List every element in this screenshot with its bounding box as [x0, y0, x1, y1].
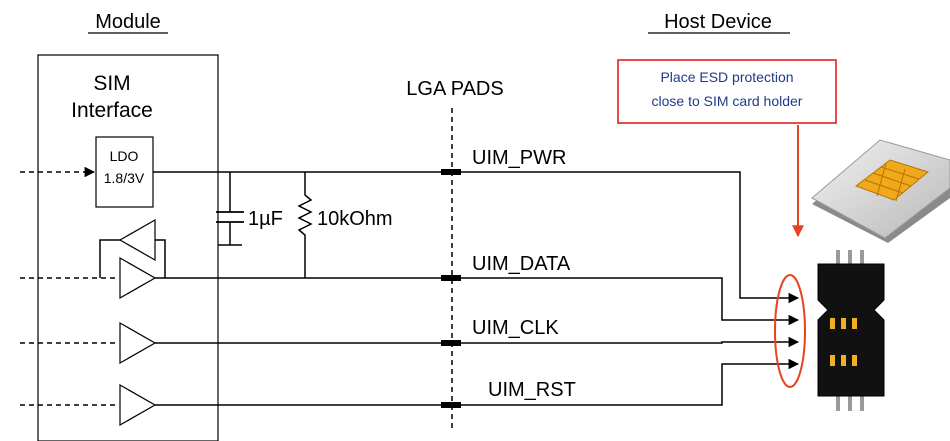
resistor: [297, 172, 313, 278]
uim-data-label: UIM_DATA: [472, 253, 571, 275]
data-input-buffer: [118, 218, 156, 262]
module-title-line2: Interface: [71, 99, 153, 122]
data-line-host: [461, 277, 800, 326]
uim-rst-label: UIM_RST: [488, 379, 576, 401]
ldo-label: LDO: [110, 148, 139, 164]
clk-pad: [441, 340, 461, 346]
uim-clk-label: UIM_CLK: [472, 317, 559, 339]
data-pad: [441, 275, 461, 281]
pwr-pad: [441, 169, 461, 175]
data-loop-left: [99, 239, 120, 278]
esd-note-line1: Place ESD protection: [660, 69, 793, 85]
pwr-line-host: [461, 171, 800, 304]
data-output-buffer: [119, 256, 157, 300]
rst-line-host: [461, 358, 800, 406]
clk-line-host: [461, 336, 800, 348]
data-loop-right: [155, 239, 166, 278]
rst-pad: [441, 402, 461, 408]
sim-card-image: [811, 139, 950, 243]
module-block: [37, 54, 219, 441]
host-header: Host Device: [664, 11, 772, 33]
ldo-voltage-label: 1.8/3V: [104, 170, 145, 186]
clk-buffer: [119, 321, 157, 365]
lga-pads-label: LGA PADS: [406, 78, 503, 100]
esd-note-box: [617, 59, 837, 124]
resistor-label: 10kOhm: [317, 208, 393, 230]
sim-card-holder: [817, 250, 885, 411]
module-title-line1: SIM: [93, 72, 130, 95]
rst-buffer: [119, 383, 157, 427]
uim-pwr-label: UIM_PWR: [472, 147, 566, 169]
esd-highlight-ellipse: [774, 274, 806, 388]
module-header: Module: [95, 11, 161, 33]
capacitor-label: 1µF: [248, 208, 283, 230]
esd-note-line2: close to SIM card holder: [652, 93, 803, 109]
